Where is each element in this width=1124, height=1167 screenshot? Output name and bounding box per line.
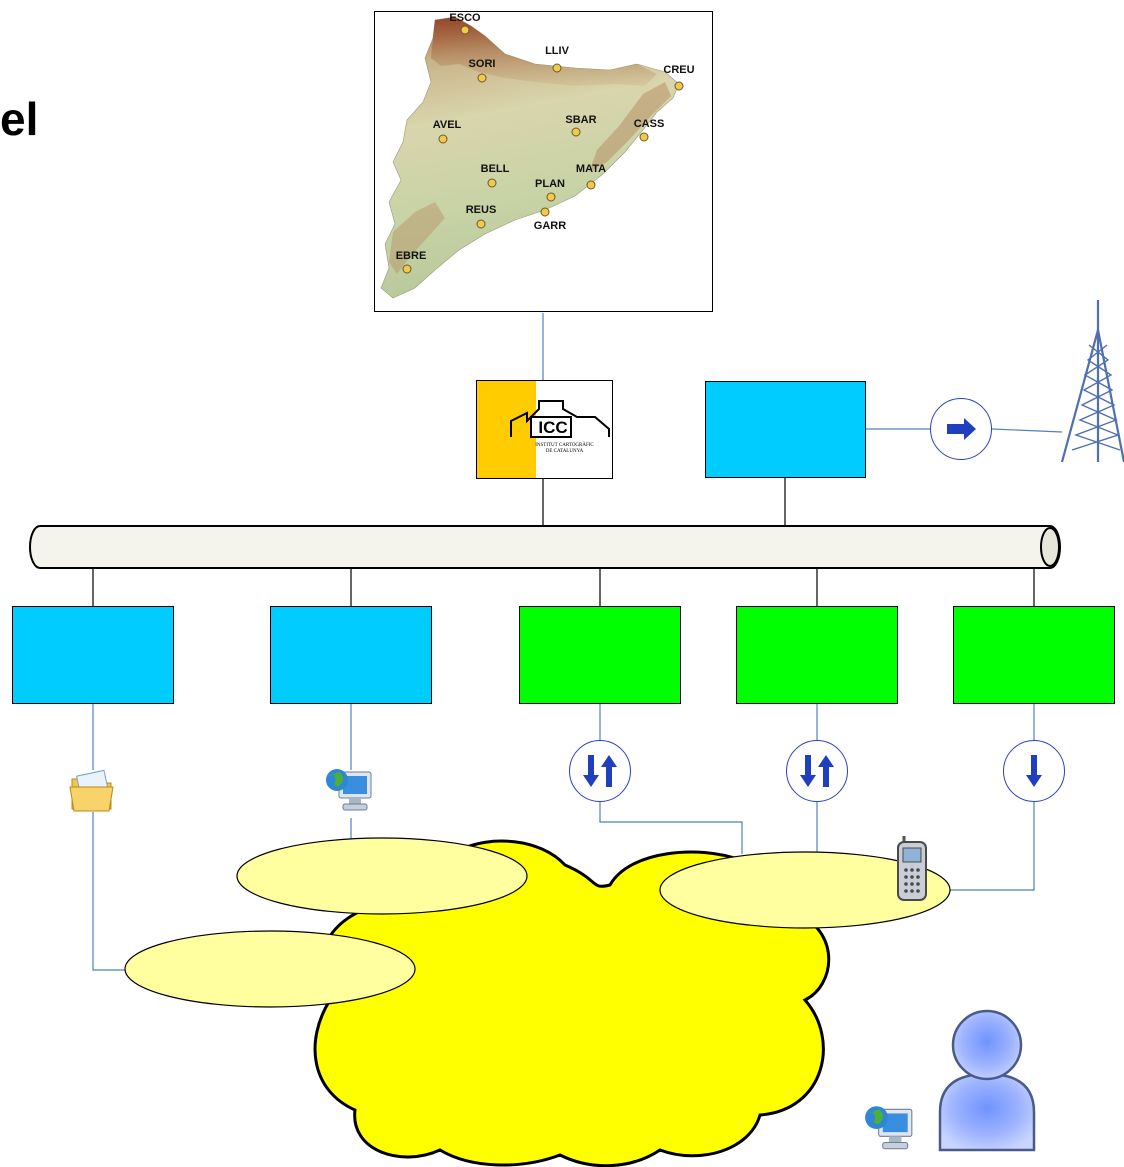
pyrenees-relief [431, 17, 657, 86]
station-marker-ebre [402, 264, 412, 274]
station-label-lliv: LLIV [545, 45, 569, 57]
network-ellipse-realtime [659, 851, 951, 929]
station-marker-avel [438, 134, 448, 144]
network-ellipse-web [236, 837, 528, 915]
realtime-server-box-1 [519, 606, 681, 704]
mobile-phone-icon [897, 836, 927, 901]
logo-gold-band [477, 381, 536, 478]
up-down-arrows-icon [786, 740, 848, 802]
station-label-sori: SORI [469, 58, 496, 70]
coastal-hills [589, 82, 671, 172]
station-label-creu: CREU [663, 64, 694, 76]
station-marker-reus [476, 219, 486, 229]
station-label-bell: BELL [481, 163, 510, 175]
territory-shape [380, 16, 680, 299]
station-label-sbar: SBAR [565, 114, 596, 126]
station-marker-sbar [571, 127, 581, 137]
southern-range [389, 202, 445, 274]
realtime-server-box-3 [953, 606, 1115, 704]
arrow3-to-network-link [599, 802, 743, 854]
station-map: ESCO LLIV SORI CREU AVEL SBAR CASS BELL MATA PLAN… [374, 11, 713, 312]
station-label-mata: MATA [576, 163, 606, 175]
station-label-esco: ESCO [449, 12, 481, 24]
broadcast-to-antenna-link [991, 428, 1063, 433]
logo-subtitle-1: INSTITUT CARTOGRÀFIC [535, 443, 594, 448]
station-label-avel: AVEL [433, 119, 462, 131]
station-marker-bell [487, 178, 497, 188]
logo-subtitle-2: DE CATALUNYA [545, 449, 584, 454]
station-marker-garr [540, 207, 550, 217]
station-label-reus: REUS [466, 204, 497, 216]
station-marker-sori [477, 73, 487, 83]
station-label-cass: CASS [634, 118, 665, 130]
station-label-ebre: EBRE [396, 250, 427, 262]
globe-computer-icon [865, 1106, 913, 1150]
station-marker-creu [674, 81, 684, 91]
station-marker-esco [460, 25, 470, 35]
realtime-server-box-2 [736, 606, 898, 704]
envelope-folder-icon [69, 769, 114, 812]
logo-text: ICC [538, 418, 568, 437]
catalonia-map: ESCO LLIV SORI CREU AVEL SBAR CASS BELL MATA PLAN… [380, 12, 695, 299]
icc-logo: ICC INSTITUT CARTOGRÀFIC DE CATALUNYA [476, 380, 613, 479]
right-arrow-icon [930, 398, 992, 460]
network-bus [29, 525, 1061, 569]
ftp-to-network-link [92, 812, 130, 971]
page-title: el [0, 93, 39, 145]
web-server-box [270, 606, 432, 704]
building-outline-icon [510, 400, 610, 438]
radio-tower-icon [1060, 300, 1124, 463]
network-ellipse-ftp [124, 930, 416, 1008]
arrow5-to-network-link [946, 802, 1035, 891]
up-down-arrows-icon [569, 740, 631, 802]
station-label-garr: GARR [534, 220, 566, 232]
station-marker-plan [546, 192, 556, 202]
user-avatar-icon [938, 1009, 1036, 1152]
station-label-plan: PLAN [535, 178, 565, 190]
globe-computer-icon [326, 769, 372, 811]
ftp-server-box [12, 606, 174, 704]
station-marker-mata [586, 180, 596, 190]
station-marker-lliv [552, 63, 562, 73]
caster-server-box [705, 381, 866, 478]
station-marker-cass [639, 132, 649, 142]
down-arrow-icon [1003, 740, 1065, 802]
